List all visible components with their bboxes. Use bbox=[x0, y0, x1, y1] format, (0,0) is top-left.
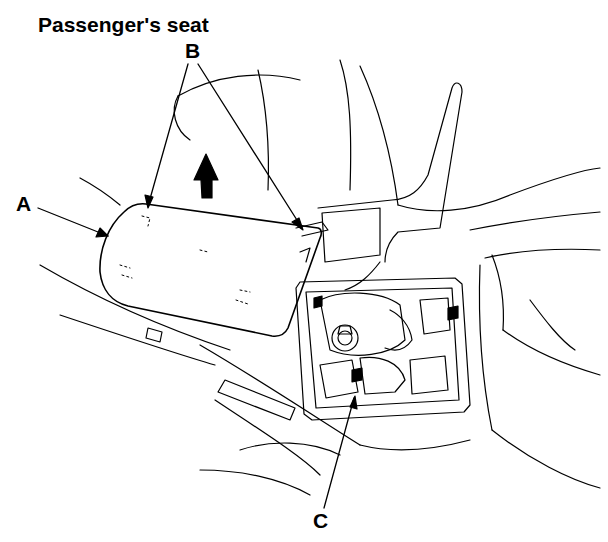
leader-line bbox=[324, 398, 354, 508]
seat-contour bbox=[340, 60, 351, 190]
callout-letter: A bbox=[16, 193, 31, 214]
clip-hole bbox=[352, 368, 362, 382]
bolt bbox=[338, 326, 352, 334]
buckle-stalk bbox=[318, 83, 462, 262]
seat-slot bbox=[218, 380, 295, 420]
clip-hole bbox=[448, 306, 458, 320]
mechanism bbox=[420, 298, 450, 334]
console-contour bbox=[492, 430, 600, 488]
mechanism bbox=[360, 357, 405, 394]
leader-line bbox=[38, 208, 108, 236]
bolt bbox=[332, 325, 358, 351]
seat-contour bbox=[360, 66, 398, 205]
callout-letter: C bbox=[313, 510, 328, 531]
opening-frame bbox=[296, 278, 470, 420]
leader-line bbox=[198, 64, 302, 228]
seat-cover bbox=[100, 204, 321, 336]
leader-arrowhead bbox=[292, 218, 303, 230]
mechanism bbox=[410, 356, 448, 394]
seat-contour bbox=[200, 470, 310, 495]
callout-letter: B bbox=[185, 40, 200, 61]
cover-tab bbox=[146, 328, 162, 342]
seat-contour bbox=[240, 443, 340, 455]
seat-contour bbox=[60, 315, 215, 365]
seat-contour bbox=[470, 212, 600, 230]
buckle-slot bbox=[322, 208, 380, 262]
mechanism bbox=[385, 310, 412, 350]
console-contour bbox=[485, 249, 600, 258]
mechanism bbox=[320, 293, 405, 355]
console-contour bbox=[530, 300, 575, 350]
clip-hole bbox=[314, 296, 322, 308]
seat-contour bbox=[178, 75, 300, 96]
seat-contour bbox=[80, 178, 120, 205]
bolt bbox=[338, 331, 352, 345]
leader-arrowhead bbox=[96, 228, 108, 237]
diagram-title: Passenger's seat bbox=[38, 14, 209, 35]
seat-contour bbox=[200, 345, 360, 445]
leader-arrowhead bbox=[145, 195, 153, 208]
seat-contour bbox=[360, 440, 470, 450]
leader-arrowhead bbox=[350, 396, 357, 409]
console-contour bbox=[492, 255, 503, 330]
buckle-stalk bbox=[345, 262, 380, 290]
removal-arrow bbox=[194, 154, 218, 198]
cover-hook bbox=[300, 248, 310, 262]
console-contour bbox=[503, 330, 600, 375]
console-contour bbox=[480, 265, 493, 430]
opening-frame bbox=[306, 288, 459, 408]
cover-hidden-clips bbox=[120, 216, 250, 304]
leader-line bbox=[148, 64, 188, 206]
